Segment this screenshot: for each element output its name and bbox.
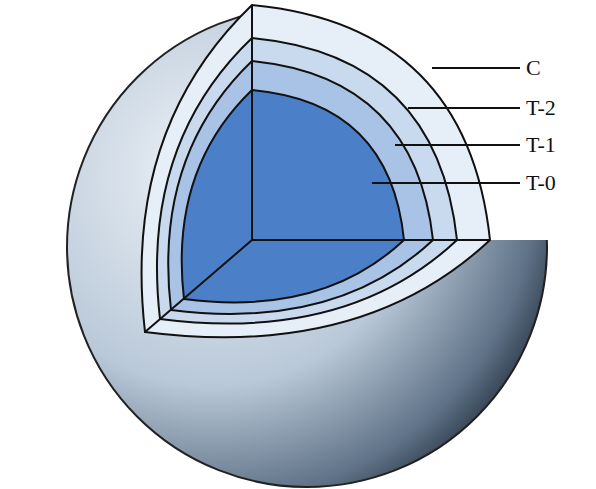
layer-label: T-0: [526, 172, 556, 194]
layer-t1: [168, 61, 433, 314]
layer-c: [142, 5, 490, 337]
layer-t2: [157, 38, 457, 324]
axes: [145, 5, 490, 332]
leader-lines: [372, 68, 520, 183]
layer-label: C: [526, 57, 541, 79]
layer-label: T-2: [526, 97, 556, 119]
layer-label: T-1: [526, 134, 556, 156]
